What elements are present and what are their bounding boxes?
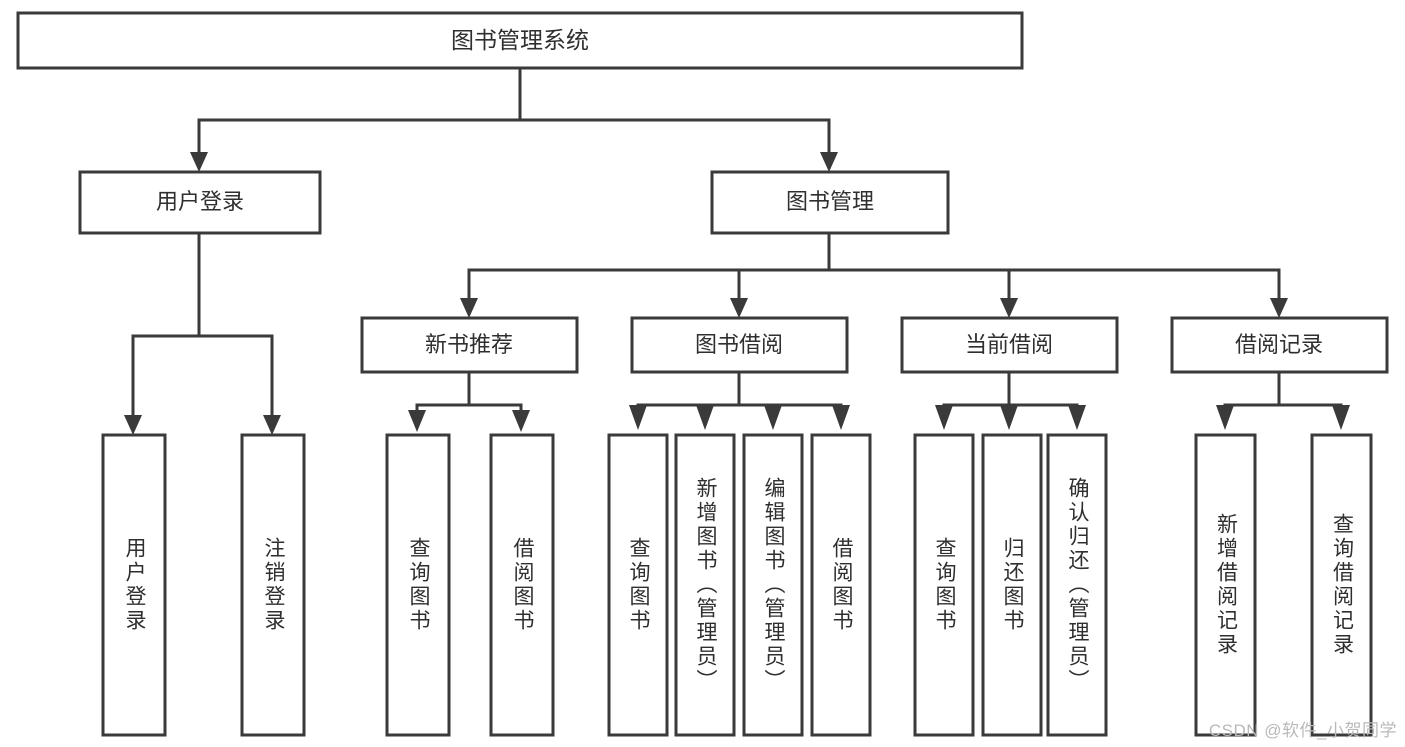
connector-root-to-level2: [190, 66, 838, 172]
connector-borrowrecord-to-leaves: [1216, 370, 1350, 430]
node-current-borrow[interactable]: 当前借阅: [900, 316, 1119, 374]
leaf-box-current-borrow-0[interactable]: [913, 433, 975, 737]
leaf-box-book-borrow-3[interactable]: [810, 433, 872, 737]
connector-newbook-to-leaves: [408, 370, 530, 432]
node-user-login-label: 用户登录: [156, 189, 244, 214]
node-current-borrow-label: 当前借阅: [965, 332, 1053, 357]
leaf-box-user-login-1[interactable]: [240, 433, 306, 737]
node-user-login[interactable]: 用户登录: [78, 170, 322, 235]
node-new-book-recommend[interactable]: 新书推荐: [360, 316, 579, 374]
csdn-watermark: CSDN @软件_小贺同学: [1208, 721, 1397, 740]
leaf-box-book-borrow-0[interactable]: [607, 433, 669, 737]
node-book-manage[interactable]: 图书管理: [710, 170, 950, 235]
node-root[interactable]: 图书管理系统: [16, 11, 1024, 70]
leaf-box-current-borrow-1[interactable]: [981, 433, 1043, 737]
connector-bookmanage-to-level3: [460, 231, 1288, 318]
leaf-box-borrow-record-1[interactable]: [1310, 433, 1373, 737]
connector-userlogin-to-leaves: [124, 231, 281, 435]
leaf-box-user-login-0[interactable]: [101, 433, 167, 737]
node-book-borrow[interactable]: 图书借阅: [630, 316, 849, 374]
leaf-box-book-borrow-2[interactable]: [742, 433, 804, 737]
connector-bookborrow-to-leaves: [629, 370, 850, 430]
node-root-label: 图书管理系统: [451, 27, 589, 53]
node-book-manage-label: 图书管理: [786, 189, 874, 214]
leaf-box-new-book-1[interactable]: [489, 433, 555, 737]
node-new-book-recommend-label: 新书推荐: [425, 332, 513, 357]
node-borrow-record-label: 借阅记录: [1235, 332, 1323, 357]
node-borrow-record[interactable]: 借阅记录: [1170, 316, 1389, 374]
connector-currentborrow-to-leaves: [935, 370, 1086, 430]
leaf-box-current-borrow-2[interactable]: [1046, 433, 1108, 737]
leaf-box-book-borrow-1[interactable]: [674, 433, 736, 737]
leaf-box-borrow-record-0[interactable]: [1194, 433, 1257, 737]
leaf-box-new-book-0[interactable]: [385, 433, 451, 737]
node-book-borrow-label: 图书借阅: [695, 332, 783, 357]
